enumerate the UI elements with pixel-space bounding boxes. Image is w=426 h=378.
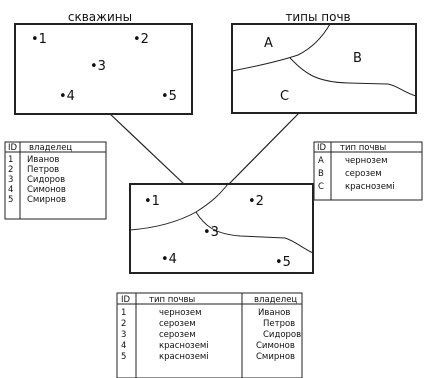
result-cell-type: серозем <box>159 330 196 340</box>
result-cell-owner: Петров <box>263 319 295 329</box>
owners-cell-id: 4 <box>8 185 13 195</box>
owners-cell-owner: Иванов <box>27 155 59 165</box>
owners-header-owner: владелец <box>29 143 72 153</box>
result-cell-owner: Симонов <box>256 341 295 351</box>
soil-types-header-type: тип почвы <box>340 143 386 153</box>
soil-types-cell-id: B <box>318 169 324 179</box>
well-point-4: •4 <box>59 89 75 104</box>
connector-soils <box>227 111 301 186</box>
owners-cell-id: 3 <box>8 175 13 185</box>
soil-types-header-id: ID <box>317 143 327 153</box>
soil-types-table: ID тип почвы A чернозем B серозем C крас… <box>313 141 423 201</box>
result-cell-id: 2 <box>121 319 126 329</box>
owners-cell-id: 2 <box>8 165 13 175</box>
overlay-point-1: •1 <box>144 194 160 209</box>
result-cell-id: 4 <box>121 341 126 351</box>
soil-types-cell-type: серозем <box>345 169 382 179</box>
owners-table-frame <box>4 141 107 220</box>
soil-zone-c: C <box>280 89 289 104</box>
result-table-frame <box>116 292 303 378</box>
result-cell-owner: Смирнов <box>256 352 295 362</box>
owners-table: ID владелец 1 Иванов 2 Петров 3 Сидоров … <box>4 141 107 220</box>
overlay-point-3: •3 <box>203 225 219 240</box>
overlay-point-5: •5 <box>275 255 291 270</box>
result-header-owner: владелец <box>254 295 297 305</box>
overlay-panel: •1 •2 •3 •4 •5 <box>129 183 314 274</box>
soil-types-cell-id: A <box>318 156 324 166</box>
overlay-point-2: •2 <box>248 194 264 209</box>
result-header-type: тип почвы <box>149 295 195 305</box>
owners-cell-id: 5 <box>8 195 13 205</box>
owners-cell-owner: Смирнов <box>27 195 66 205</box>
result-cell-type: серозем <box>159 319 196 329</box>
overlay-boundary-ab <box>129 183 229 231</box>
soil-zone-b: B <box>353 51 362 66</box>
wells-frame <box>14 23 193 115</box>
result-cell-id: 1 <box>121 308 126 318</box>
well-point-2: •2 <box>133 32 149 47</box>
result-cell-type: красноземі <box>159 352 209 362</box>
overlay-boundary-bc <box>195 211 314 254</box>
result-cell-type: чернозем <box>159 308 202 318</box>
result-header-id: ID <box>121 295 131 305</box>
connector-wells <box>107 111 186 186</box>
soil-types-cell-type: красноземі <box>345 182 395 192</box>
result-cell-owner: Сидоров <box>263 330 301 340</box>
soils-panel: типы почв A B C <box>231 10 417 114</box>
owners-cell-owner: Сидоров <box>27 175 65 185</box>
soils-frame <box>231 23 417 114</box>
soil-types-cell-id: C <box>318 182 324 192</box>
overlay-frame <box>129 183 314 274</box>
overlay-point-4: •4 <box>161 252 177 267</box>
result-cell-id: 3 <box>121 330 126 340</box>
owners-cell-owner: Петров <box>27 165 59 175</box>
wells-title: скважины <box>68 10 132 24</box>
owners-cell-owner: Симонов <box>27 185 66 195</box>
result-cell-owner: Иванов <box>258 308 290 318</box>
owners-header-id: ID <box>8 143 18 153</box>
well-point-5: •5 <box>161 89 177 104</box>
well-point-3: •3 <box>90 59 106 74</box>
soil-boundary-ab <box>231 23 331 72</box>
soil-boundary-bc <box>289 57 417 97</box>
owners-cell-id: 1 <box>8 155 13 165</box>
result-table: ID тип почвы владелец 1 чернозем Иванов … <box>116 292 303 378</box>
soil-types-cell-type: чернозем <box>345 156 388 166</box>
result-cell-type: красноземі <box>159 341 209 351</box>
wells-panel: скважины •1 •2 •3 •4 •5 <box>14 10 193 115</box>
result-cell-id: 5 <box>121 352 126 362</box>
soil-zone-a: A <box>264 36 273 51</box>
soils-title: типы почв <box>285 10 350 24</box>
well-point-1: •1 <box>31 32 47 47</box>
